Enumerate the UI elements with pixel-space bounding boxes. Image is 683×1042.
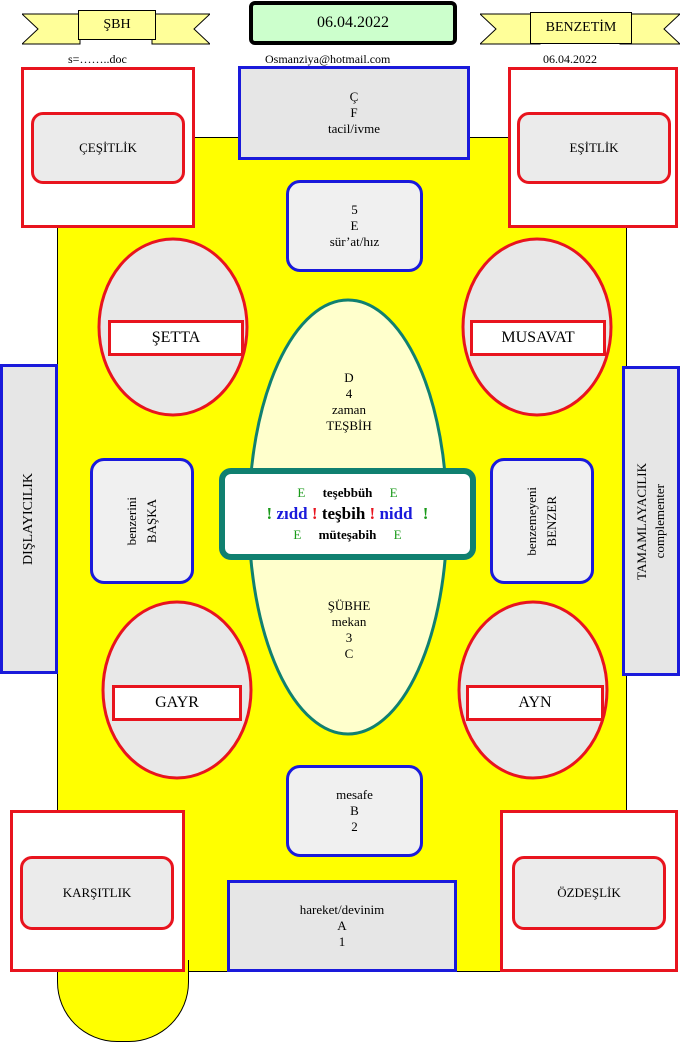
upper-mid-line1: 5 [351,202,358,217]
left-side-box-line2: BAŞKA [144,498,159,544]
center-row3-word: müteşabih [318,527,377,542]
file-name: s=……..doc [68,52,127,66]
center-top-line1: D [344,370,354,385]
right-banner-label: BENZETİM [545,20,617,35]
corner-top-right-label: EŞİTLİK [569,140,619,155]
center-row3-e-left: E [293,527,302,542]
oval-lower-left-label: GAYR [155,694,199,711]
oval-upper-right-label-box: MUSAVAT [470,320,606,356]
email: Osmanziya@hotmail.com [265,52,391,66]
center-row1-e-right: E [389,485,398,500]
center-bottom-line4: C [344,646,354,661]
left-side-box: benzerini BAŞKA [90,458,194,584]
upper-mid-line2: E [350,218,359,233]
oval-upper-left-label: ŞETTA [151,329,201,346]
date-label: 06.04.2022 [317,14,389,31]
center-top-line4: TEŞBİH [326,418,372,433]
center-row3: E müteşabih E [293,526,401,544]
corner-top-right-inner: EŞİTLİK [517,112,671,184]
right-banner: BENZETİM [530,12,632,44]
bottom-center-line2: A [337,918,347,933]
right-side-box: benzemeyeni BENZER [490,458,594,584]
oval-lower-left-label-box: GAYR [112,685,242,721]
date-box: 06.04.2022 [249,1,457,45]
center-row2: ! zıdd ! teşbih ! nidd ! [267,502,429,526]
right-side-bar: TAMAMLAYACILIK complementer [622,366,680,676]
left-side-bar: DIŞLAYICILIK [0,364,58,674]
center-top-line3: zaman [332,402,366,417]
lower-mid-line1: mesafe [336,787,373,802]
corner-top-left-inner: ÇEŞİTLİK [31,112,185,184]
top-center-line2: F [350,105,358,120]
bottom-center-line1: hareket/devinim [299,902,385,917]
center-row2-w2: teşbih [321,504,366,523]
center-bottom-line3: 3 [345,630,353,645]
center-top-line2: 4 [345,386,353,401]
right-side-box-line1: BENZER [544,495,559,547]
date-sub: 06.04.2022 [543,52,597,66]
center-row2-w3: nidd [379,504,413,523]
center-top-text: D 4 zaman TEŞBİH [290,366,408,438]
center-row2-bang3: ! [369,504,376,523]
center-row1-e-left: E [297,485,306,500]
center-row2-bang1: ! [266,504,273,523]
upper-mid-line3: sür’at/hız [329,234,380,249]
center-row2-bang4: ! [422,504,429,523]
upper-mid-box: 5 E sür’at/hız [286,180,423,272]
corner-bottom-right-inner: ÖZDEŞLİK [512,856,666,930]
left-side-box-line1: benzerini [124,496,139,546]
corner-bottom-right-label: ÖZDEŞLİK [557,885,621,900]
lower-mid-line3: 2 [351,819,358,834]
top-center-box: Ç F tacil/ivme [238,66,470,160]
center-row2-bang2: ! [311,504,318,523]
left-banner-label: ŞBH [103,17,131,32]
center-row1-word: teşebbüh [322,485,373,500]
center-bottom-line2: mekan [331,614,367,629]
lower-mid-line2: B [350,803,359,818]
corner-bottom-left-inner: KARŞITLIK [20,856,174,930]
right-side-box-line2: benzemeyeni [524,486,539,556]
oval-upper-left-label-box: ŞETTA [108,320,244,356]
top-center-line3: tacil/ivme [328,121,380,136]
center-row1: E teşebbüh E [297,484,397,502]
center-bottom-text: ŞÜBHE mekan 3 C [290,594,408,666]
center-row2-w1: zıdd [276,504,308,523]
right-ribbon [480,13,680,45]
left-banner: ŞBH [78,10,156,40]
oval-upper-right-label: MUSAVAT [501,329,575,346]
oval-lower-right-label-box: AYN [466,685,604,721]
corner-top-left-label: ÇEŞİTLİK [79,140,137,155]
center-row3-e-right: E [393,527,402,542]
center-box: E teşebbüh E ! zıdd ! teşbih ! nidd ! E … [219,468,476,560]
oval-lower-right-label: AYN [518,694,552,711]
bottom-center-box: hareket/devinim A 1 [227,880,457,972]
corner-bottom-left-label: KARŞITLIK [62,885,132,900]
top-center-line1: Ç [349,89,359,104]
lower-mid-box: mesafe B 2 [286,765,423,857]
center-bottom-line1: ŞÜBHE [327,598,371,613]
yellow-board-tail [57,960,189,1042]
bottom-center-line3: 1 [338,934,346,949]
